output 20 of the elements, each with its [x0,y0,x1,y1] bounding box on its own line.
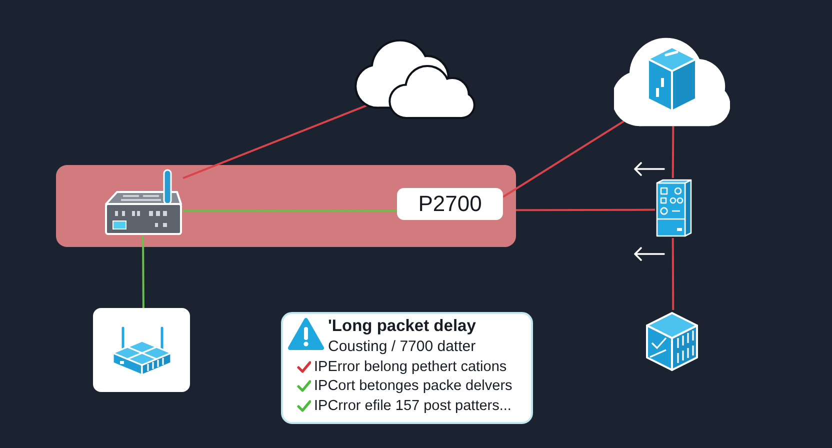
network-zone [56,165,516,247]
storage-cube-icon [644,310,700,374]
connector-line [183,210,397,212]
control-cabinet-icon [655,178,693,238]
connector-line [142,236,144,308]
connector-line [516,208,655,212]
connector-line [502,120,624,198]
cloud-package-icon [614,36,730,128]
device-tile [93,308,190,392]
alert-subtitle: Cousting / 7700 datter [328,337,476,357]
status-item: IPCrror efile 157 post patters... [314,396,512,415]
model-label: P2700 [397,188,503,220]
connector-line [672,126,674,178]
status-item: IPError belong pethert cations [314,358,507,376]
connector-line [672,238,674,310]
status-item: IPCort betonges packe delvers [314,377,512,396]
alert-panel [281,312,533,424]
connector-line [182,104,368,180]
router-icon [103,168,183,236]
alert-title: 'Long packet delay [328,316,476,337]
